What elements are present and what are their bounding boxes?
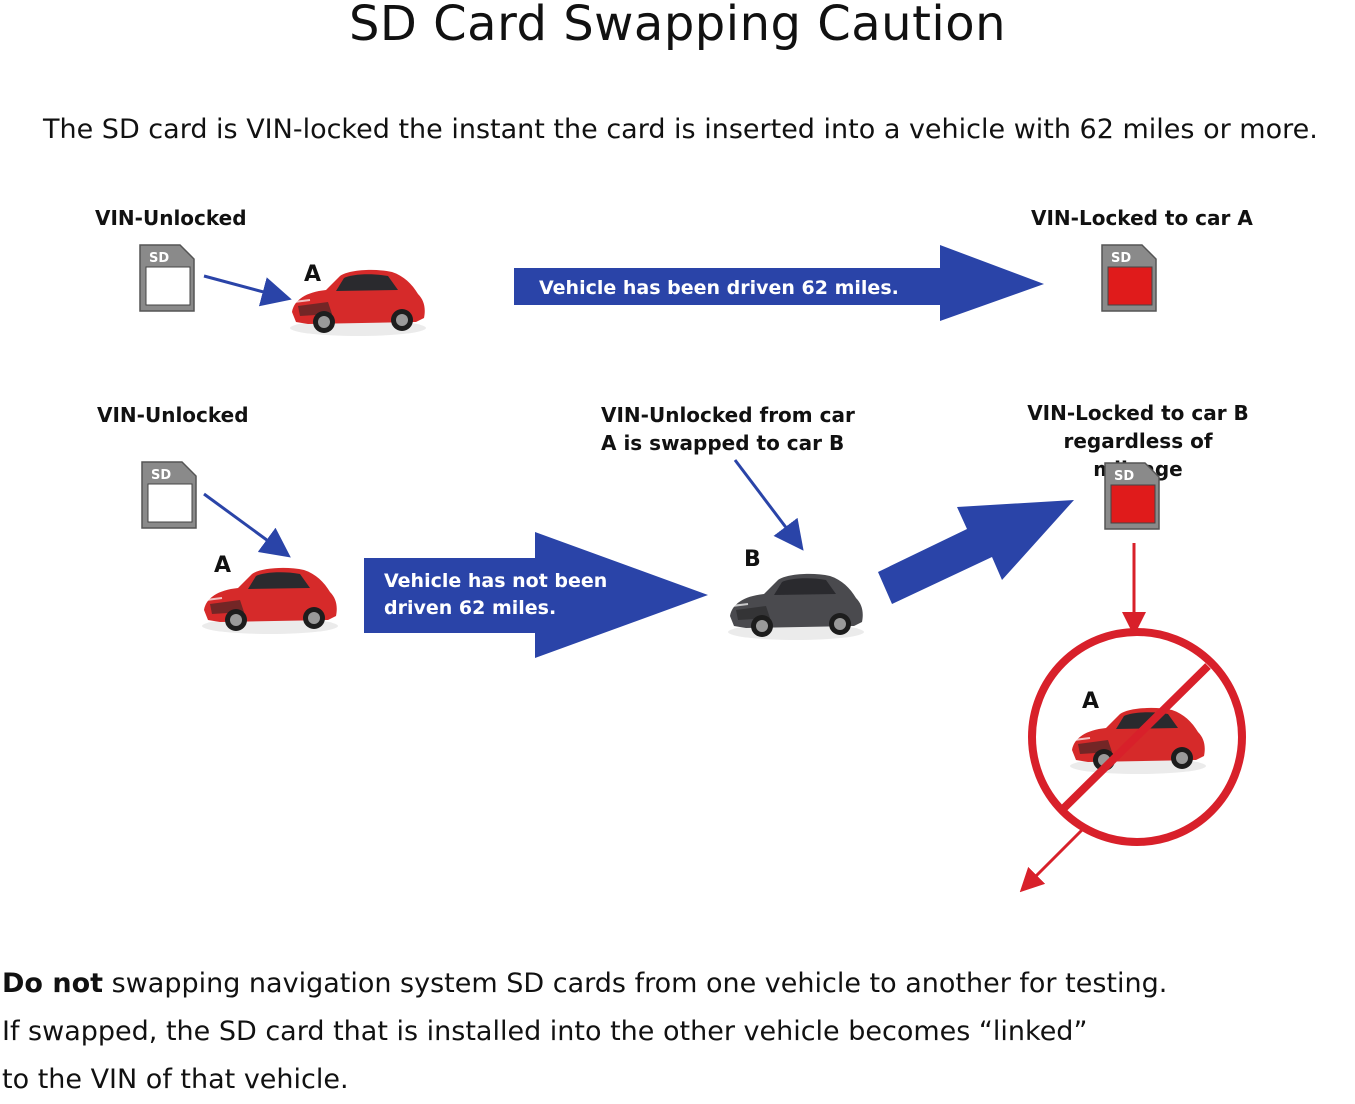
arrow-icon xyxy=(733,459,804,551)
row2-middle-label-line1: VIN-Unlocked from car xyxy=(601,403,855,427)
arrow-icon xyxy=(203,274,292,307)
sd-card-icon xyxy=(139,244,195,312)
gray-car-icon xyxy=(727,572,865,641)
car-b-letter: B xyxy=(744,547,761,572)
row2-middle-label-line2: A is swapped to car B xyxy=(601,431,845,455)
car-a-letter: A xyxy=(304,262,321,287)
arrow-icon xyxy=(878,500,1074,604)
page-title: SD Card Swapping Caution xyxy=(348,0,1007,52)
sd-card-icon xyxy=(1101,244,1157,312)
row1-arrow-text: Vehicle has been driven 62 miles. xyxy=(539,277,899,299)
footer-note: Do not swapping navigation system SD car… xyxy=(2,960,1167,1104)
row2-right-label-line1: VIN-Locked to car B xyxy=(1027,401,1249,425)
forbidden-car-letter: A xyxy=(1082,689,1099,714)
arrow-icon xyxy=(364,532,708,658)
sd-card-icon xyxy=(141,461,197,529)
sd-card-icon xyxy=(1104,462,1160,530)
arrow-icon xyxy=(1019,824,1088,893)
car-a-letter: A xyxy=(214,553,231,578)
diagram: SD SD A Vehicle has been driven 62 miles… xyxy=(139,244,1246,893)
row2-middle-label: VIN-Unlocked from car A is swapped to ca… xyxy=(601,401,855,457)
row1-right-label: VIN-Locked to car A xyxy=(1031,206,1253,230)
row2-arrow-text-line1: Vehicle has not been xyxy=(384,570,607,592)
footer-line1-rest: swapping navigation system SD cards from… xyxy=(103,968,1168,999)
subtitle: The SD card is VIN-locked the instant th… xyxy=(43,114,1318,145)
prohibited-icon: A xyxy=(1028,628,1246,846)
footer-line1: Do not swapping navigation system SD car… xyxy=(2,960,1167,1008)
footer-line2: If swapped, the SD card that is installe… xyxy=(2,1016,1088,1047)
footer-bold: Do not xyxy=(2,968,104,999)
row1-left-label: VIN-Unlocked xyxy=(95,206,247,230)
arrow-icon xyxy=(514,245,1044,321)
row2-left-label: VIN-Unlocked xyxy=(97,403,249,427)
red-car-icon xyxy=(1069,706,1207,775)
footer-line3: to the VIN of that vehicle. xyxy=(2,1064,349,1095)
arrow-icon xyxy=(203,492,291,558)
row2-arrow-text-line2: driven 62 miles. xyxy=(384,597,556,619)
